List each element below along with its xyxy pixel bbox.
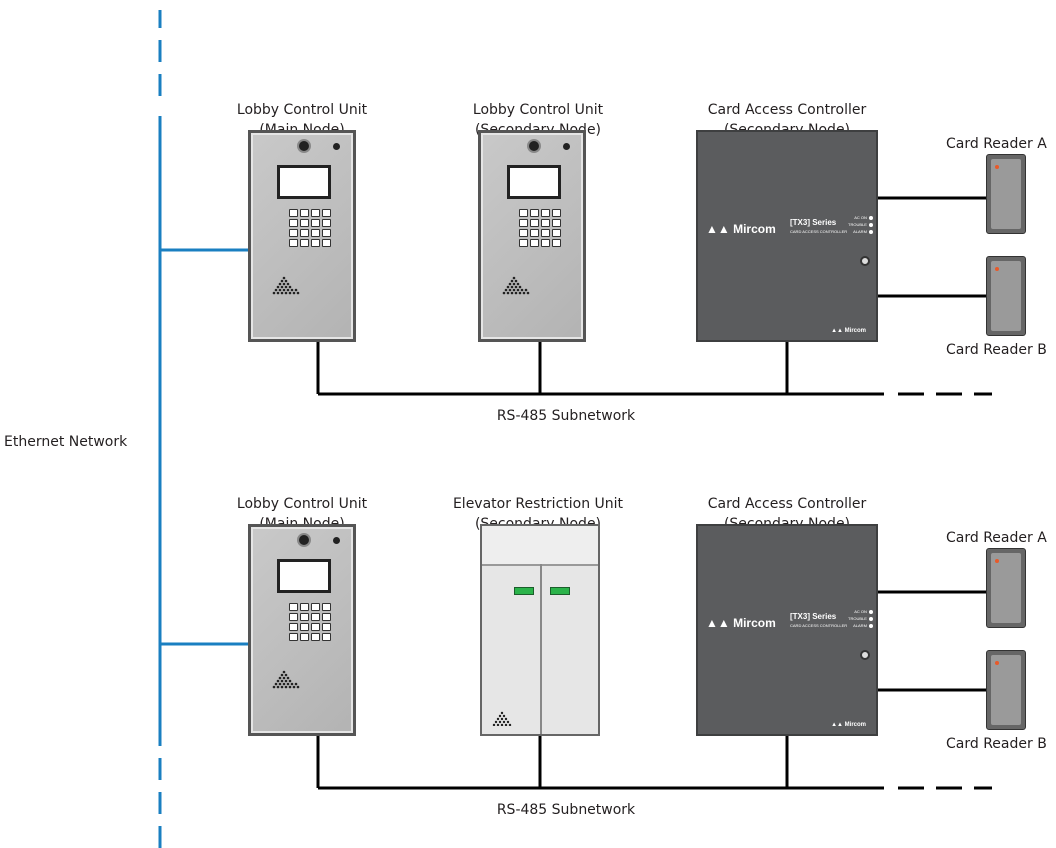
card-reader-b-label: Card Reader B [946, 736, 1047, 752]
series-label: [TX3] Series CARD ACCESS CONTROLLER [790, 218, 848, 234]
mircom-footer-brand: ▲▲ Mircom [831, 722, 866, 728]
card-access-controller-device: ▲▲ Mircom [TX3] Series CARD ACCESS CONTR… [696, 524, 878, 736]
card-reader-b-device [986, 256, 1026, 336]
indicator-led [333, 143, 340, 150]
display-screen [277, 559, 331, 593]
rs485-subnetwork-label: RS-485 Subnetwork [496, 802, 636, 818]
key-lock-icon [527, 139, 541, 153]
mircom-logo-icon: ▲▲ [706, 616, 734, 630]
mircom-logo-icon: ▲▲ [831, 722, 845, 728]
status-indicators: AC ON TROUBLE ALARM [848, 608, 873, 629]
lock-icon [860, 650, 870, 660]
indicator-led [563, 143, 570, 150]
speaker-grille-icon [502, 276, 530, 295]
lobby-control-unit-device [248, 130, 356, 342]
series-label: [TX3] Series CARD ACCESS CONTROLLER [790, 612, 848, 628]
mircom-logo-icon [492, 711, 512, 726]
card-reader-a-device [986, 154, 1026, 234]
mircom-logo-icon: ▲▲ [831, 328, 845, 334]
ethernet-network-label: Ethernet Network [4, 434, 128, 450]
card-reader-a-device [986, 548, 1026, 628]
speaker-grille-icon [272, 670, 300, 689]
display-screen [277, 165, 331, 199]
rs485-bus-row-2 [316, 590, 992, 790]
reader-led [995, 165, 999, 169]
card-reader-b-label: Card Reader B [946, 342, 1047, 358]
keypad [289, 209, 331, 247]
mircom-brand: ▲▲ Mircom [706, 222, 776, 236]
rs485-subnetwork-label: RS-485 Subnetwork [496, 408, 636, 424]
card-access-controller-device: ▲▲ Mircom [TX3] Series CARD ACCESS CONTR… [696, 130, 878, 342]
elevator-restriction-unit-device [480, 524, 600, 736]
ethernet-backbone [158, 10, 248, 848]
unit-top-panel [482, 526, 598, 566]
mircom-logo-icon: ▲▲ [706, 222, 734, 236]
reader-led [995, 267, 999, 271]
status-indicators: AC ON TROUBLE ALARM [848, 214, 873, 235]
card-reader-a-label: Card Reader A [946, 136, 1047, 152]
mircom-footer-brand: ▲▲ Mircom [831, 328, 866, 334]
reader-led [995, 559, 999, 563]
keypad [289, 603, 331, 641]
card-reader-b-device [986, 650, 1026, 730]
reader-led [995, 661, 999, 665]
key-lock-icon [297, 533, 311, 547]
door-divider [540, 564, 542, 734]
display-screen [507, 165, 561, 199]
card-reader-a-label: Card Reader A [946, 530, 1047, 546]
mircom-brand: ▲▲ Mircom [706, 616, 776, 630]
rs485-bus-row-1 [316, 196, 992, 396]
lobby-control-unit-device [478, 130, 586, 342]
lock-icon [860, 256, 870, 266]
keypad [519, 209, 561, 247]
status-led-left [514, 587, 534, 595]
key-lock-icon [297, 139, 311, 153]
lobby-control-unit-device [248, 524, 356, 736]
speaker-grille-icon [272, 276, 300, 295]
status-led-right [550, 587, 570, 595]
indicator-led [333, 537, 340, 544]
